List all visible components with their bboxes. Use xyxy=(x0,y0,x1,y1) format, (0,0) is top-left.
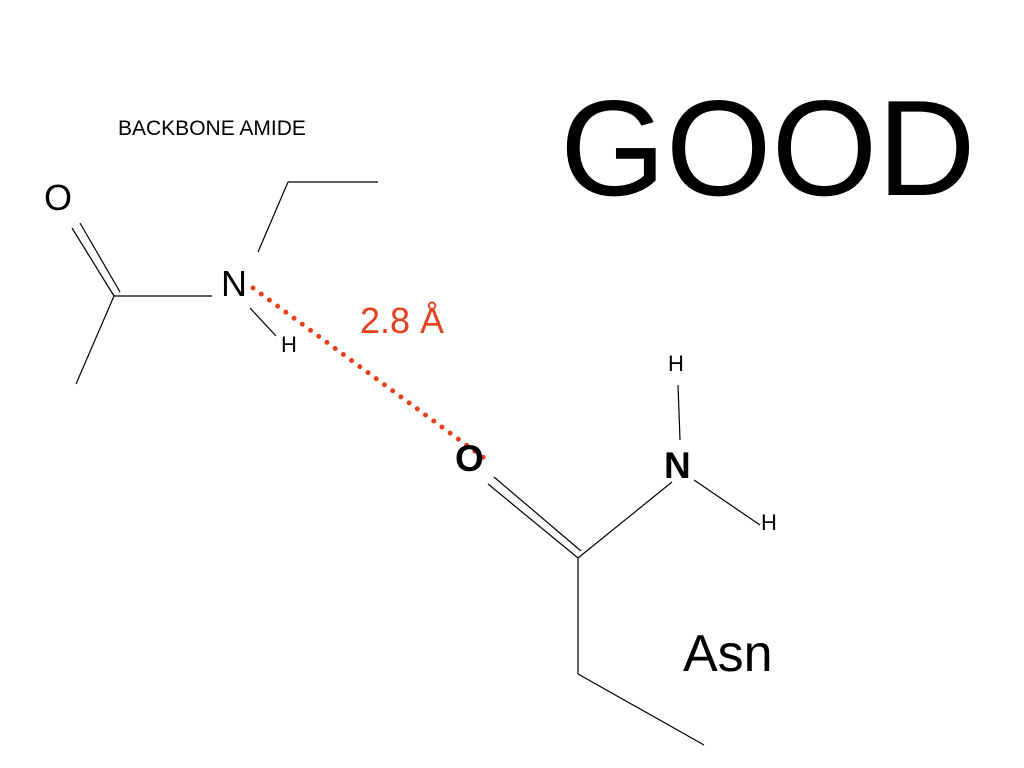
fragment-caption: BACKBONE AMIDE xyxy=(118,117,306,140)
hbond-distance-label: 2.8 Å xyxy=(360,300,445,341)
side-chain-carbonyl-bond-a xyxy=(487,483,579,559)
side-chain-oxygen-label: O xyxy=(455,438,484,479)
nd2-h-top-bond xyxy=(677,384,681,441)
cb-ca-bond xyxy=(577,673,705,746)
side-chain-hydrogen-right-label: H xyxy=(761,510,777,535)
nd2-h-right-bond xyxy=(693,479,761,526)
side-chain-carbonyl-bond-b xyxy=(493,476,582,552)
methyl-bond xyxy=(75,295,115,385)
side-chain-nitrogen-label: N xyxy=(664,445,691,486)
backbone-nitrogen-label: N xyxy=(221,263,247,304)
n-h-bond xyxy=(249,307,277,337)
n-ca-bond xyxy=(257,181,289,253)
verdict-heading: GOOD xyxy=(560,72,976,224)
residue-label: Asn xyxy=(683,625,773,683)
hydrogen-bond-line xyxy=(250,285,487,461)
backbone-hydrogen-label: H xyxy=(281,332,297,357)
side-chain-hydrogen-top-label: H xyxy=(668,351,684,376)
carbonyl-double-bond-a xyxy=(71,227,115,297)
backbone-oxygen-label: O xyxy=(44,177,73,218)
carbonyl-double-bond-b xyxy=(79,222,121,293)
c-nd2-bond xyxy=(577,481,673,559)
